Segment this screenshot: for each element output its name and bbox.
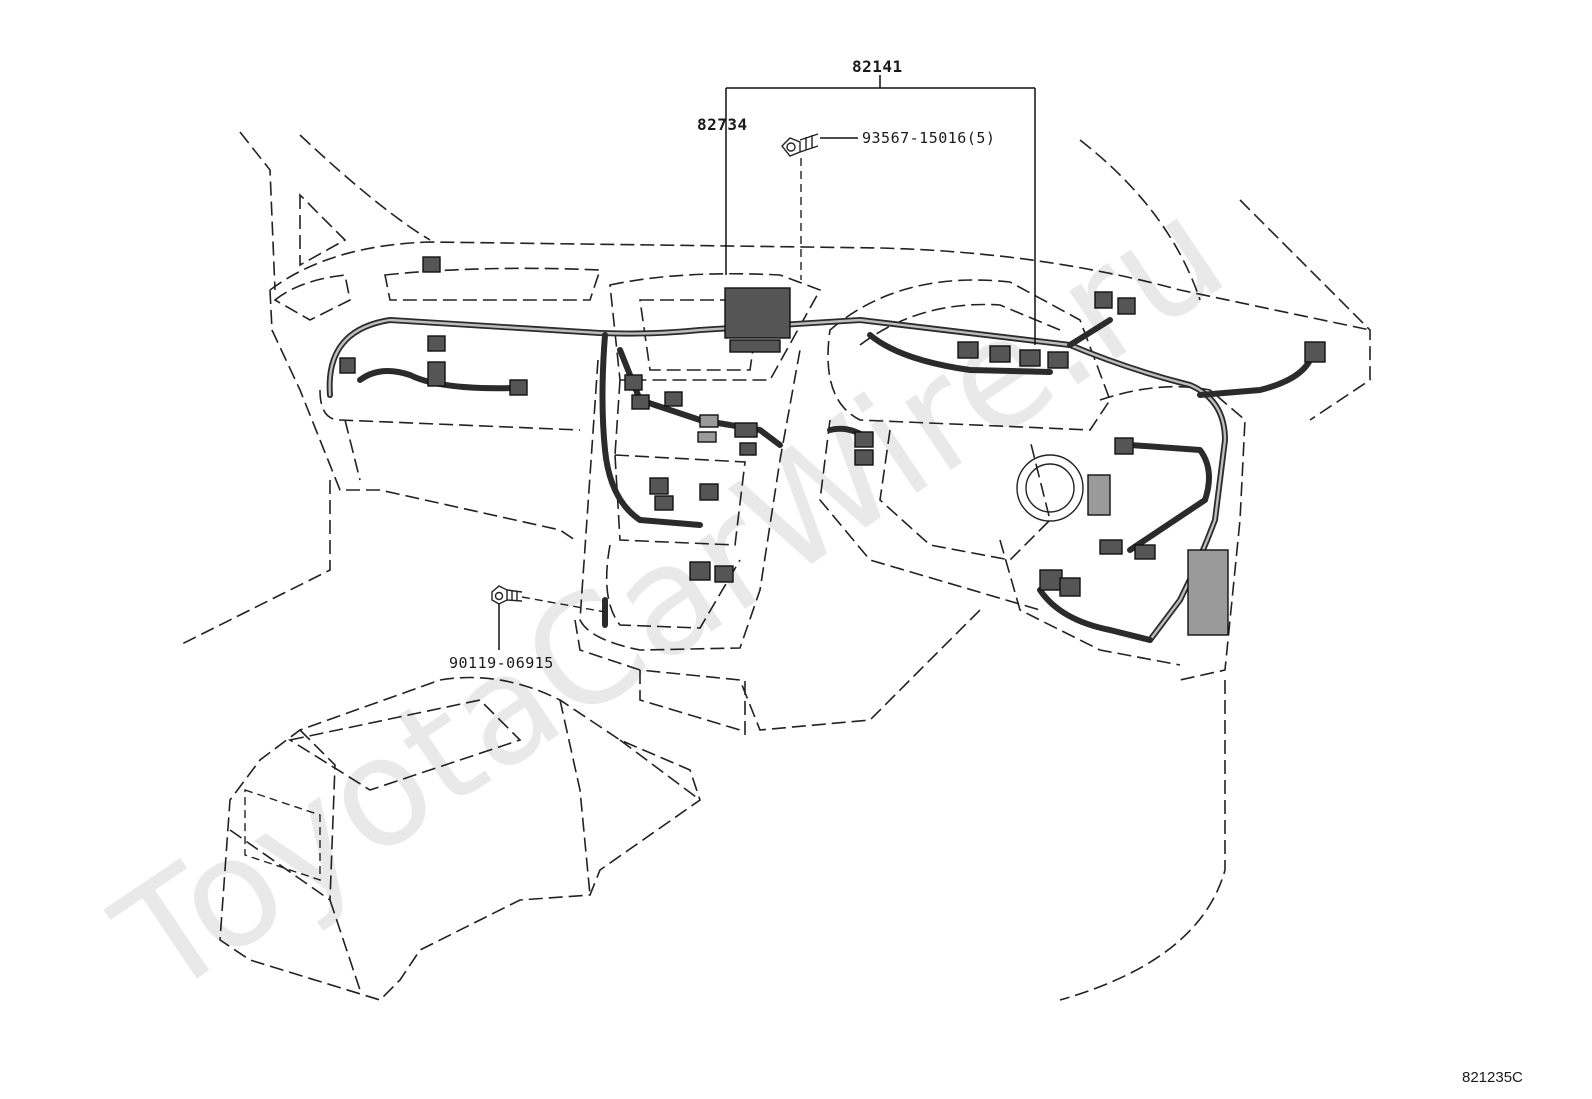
callout-90119-06915: 90119-06915 — [449, 654, 554, 672]
diagram-reference-number: 821235C — [1462, 1069, 1523, 1086]
connectors — [339, 256, 1326, 636]
callout-93567-15016: 93567-15016(5) — [862, 129, 995, 147]
watermark: ToyotaCarWire.ru — [87, 165, 1254, 1031]
callout-82734: 82734 — [697, 115, 748, 134]
leader-lines — [498, 75, 1036, 650]
callout-82141: 82141 — [852, 57, 903, 76]
clamp-bolt-icon — [781, 133, 819, 157]
bolt-icon — [491, 585, 523, 605]
vehicle-outline — [179, 131, 1371, 1001]
